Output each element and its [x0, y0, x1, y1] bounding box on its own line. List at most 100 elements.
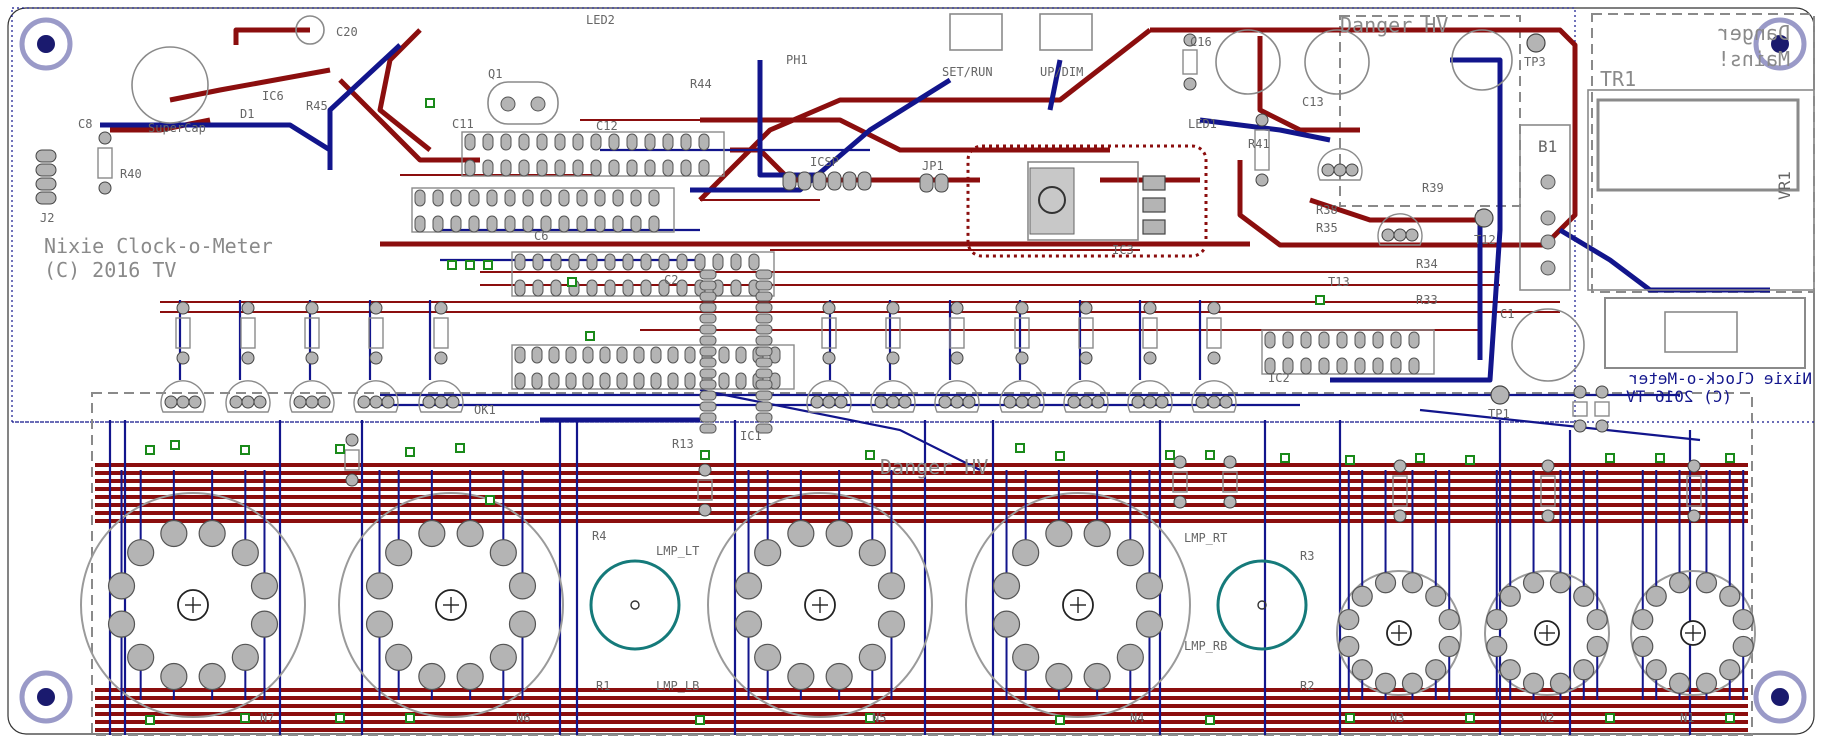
- transistor-pad: [1219, 395, 1233, 409]
- tube-pin: [754, 643, 782, 671]
- label-r41: R41: [1248, 137, 1270, 151]
- transistor-body: [225, 380, 271, 413]
- icsp-pin: [812, 171, 827, 191]
- ic-driver-a: [411, 187, 675, 233]
- transistor-body: [1317, 148, 1363, 181]
- label-led1: LED1: [1188, 117, 1217, 131]
- ic-pad: [536, 159, 548, 177]
- via: [405, 713, 415, 723]
- ic-pad: [532, 279, 544, 297]
- transistor-body: [160, 380, 206, 413]
- transistor-body: [1063, 380, 1109, 413]
- ic-pad: [755, 335, 773, 346]
- tube-pin: [858, 539, 886, 567]
- ic-pad: [699, 302, 717, 313]
- label-lmp-rb: LMP_RB: [1184, 639, 1227, 653]
- ic-pad: [718, 346, 730, 364]
- resistor-pad: [1015, 301, 1029, 315]
- label-led2: LED2: [586, 13, 615, 27]
- resistor-body: [433, 317, 449, 349]
- resistor: [368, 301, 384, 365]
- via: [1605, 453, 1615, 463]
- ic-pad: [522, 189, 534, 207]
- ic-pad: [450, 215, 462, 233]
- transistor-body: [934, 380, 980, 413]
- label-tube-n1: N1: [1680, 711, 1694, 725]
- resistor: [1014, 301, 1030, 365]
- tube-pin: [1351, 659, 1373, 681]
- ic-pad: [616, 346, 628, 364]
- tube-pin: [1632, 608, 1654, 631]
- label-r45: R45: [306, 99, 328, 113]
- resistor-pad: [98, 181, 112, 195]
- tube-pin: [1116, 539, 1144, 567]
- transistor-pad: [293, 395, 307, 409]
- ic-mcu: [461, 131, 725, 177]
- tube-pin: [1425, 585, 1447, 607]
- label-r44: R44: [690, 77, 712, 91]
- ic-pad: [558, 189, 570, 207]
- resistor-body: [1540, 475, 1556, 507]
- tube-pin: [365, 610, 394, 638]
- ic-pad: [514, 253, 526, 271]
- cathode-bus-bottom: [95, 688, 1748, 732]
- tube-pin: [107, 610, 136, 638]
- tube-pin: [489, 539, 517, 567]
- ic-pad: [699, 357, 717, 368]
- tube-area-outline: [91, 392, 1753, 736]
- ic-pad: [755, 390, 773, 401]
- ic-pad: [735, 346, 747, 364]
- label-lmp-lt: LMP_LT: [656, 544, 699, 558]
- label-j2: J2: [40, 211, 54, 225]
- j2-pin: [35, 163, 57, 177]
- ic-pad: [730, 253, 742, 271]
- tube-pin: [198, 662, 226, 691]
- via: [145, 715, 155, 725]
- transistor-pad: [1003, 395, 1017, 409]
- transistor-pad: [886, 395, 900, 409]
- via: [1725, 453, 1735, 463]
- ic-ic1: [699, 269, 773, 434]
- tube-outline: [80, 492, 306, 718]
- label-vr1: VR1: [1775, 171, 1794, 200]
- label-jp1: JP1: [922, 159, 944, 173]
- ic-footprints: [411, 131, 1435, 434]
- transistor: [418, 380, 464, 413]
- resistor-pad: [1207, 351, 1221, 365]
- mounting-hole: [1753, 17, 1807, 71]
- via: [1605, 713, 1615, 723]
- ic-pad: [572, 133, 584, 151]
- ic-pad: [1354, 357, 1366, 375]
- resistor-pad: [698, 463, 712, 477]
- transistor-pad: [164, 395, 178, 409]
- tube-pin: [1338, 635, 1360, 658]
- transistor-pad: [1207, 395, 1221, 409]
- transformer-tr1: [1587, 89, 1815, 369]
- nixie-tube: [80, 470, 306, 718]
- via: [1205, 715, 1215, 725]
- ic-pad: [514, 279, 526, 297]
- via: [145, 445, 155, 455]
- label-ic3: IC3: [1112, 243, 1134, 257]
- tube-pin: [107, 572, 136, 600]
- resistor-pad: [345, 473, 359, 487]
- via: [465, 260, 475, 270]
- label-tp3: TP3: [1524, 55, 1546, 69]
- tube-pin: [456, 662, 484, 691]
- resistor-body: [240, 317, 256, 349]
- capacitor-c17: [1304, 29, 1370, 95]
- label-r3: R3: [1300, 549, 1314, 563]
- ic-outline: [461, 131, 725, 177]
- ic-pad: [755, 280, 773, 291]
- tube-pin: [1045, 519, 1073, 548]
- ic-pad: [500, 133, 512, 151]
- ic-pad: [699, 291, 717, 302]
- ic-pad: [550, 279, 562, 297]
- resistor-pad: [1255, 173, 1269, 187]
- resistor-pad: [1687, 459, 1701, 473]
- resistor: [1572, 385, 1588, 433]
- label-ic1: IC1: [740, 429, 762, 443]
- bridge-b1: [1519, 124, 1571, 291]
- tube-outline: [965, 492, 1191, 718]
- nixie-tube: [1484, 470, 1610, 700]
